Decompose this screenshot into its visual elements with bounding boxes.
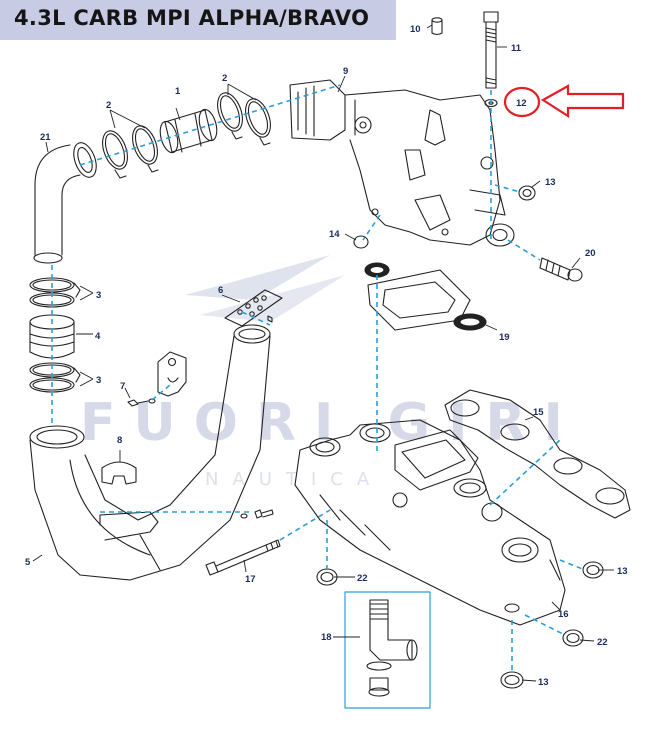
plug-part-10 xyxy=(431,17,443,36)
part-number-7: 7 xyxy=(120,381,125,392)
part-number-2-left: 2 xyxy=(106,100,111,111)
part-number-11: 11 xyxy=(511,43,522,54)
part-number-13-middle: 13 xyxy=(617,566,628,577)
gasket-part-15 xyxy=(444,389,631,519)
part-number-4: 4 xyxy=(95,331,101,342)
part-number-19: 19 xyxy=(499,332,510,343)
part-number-21: 21 xyxy=(40,132,51,143)
fitting-part-20 xyxy=(539,257,583,282)
highlight-part-12 xyxy=(503,84,625,119)
part-number-9: 9 xyxy=(343,66,348,77)
part-number-13-lower: 13 xyxy=(538,677,549,688)
gasket-part-19 xyxy=(364,262,487,331)
hose-part-1 xyxy=(159,108,218,154)
clamp-part-3-upper xyxy=(29,277,81,308)
part-number-3-lower: 3 xyxy=(96,375,101,386)
cap-part-13-lower xyxy=(500,671,524,689)
part-number-6: 6 xyxy=(218,285,223,296)
part-number-8: 8 xyxy=(117,435,122,446)
part-number-3-upper: 3 xyxy=(96,290,101,301)
assembly-leaders xyxy=(51,84,586,672)
bolt-part-17 xyxy=(205,509,281,576)
exhaust-pipe-part-5 xyxy=(29,324,271,581)
part-number-2-right: 2 xyxy=(222,73,227,84)
part-number-17: 17 xyxy=(245,574,256,585)
bolt-part-11 xyxy=(483,11,499,89)
title-bar: 4.3L CARB MPI ALPHA/BRAVO xyxy=(0,0,396,40)
callout-leaders xyxy=(32,24,614,682)
watermark-sub: NAUTICA xyxy=(205,469,383,490)
clamp-part-2-right xyxy=(217,92,271,146)
part-number-13-upper: 13 xyxy=(545,177,556,188)
plug-part-14 xyxy=(353,235,369,249)
clamp-part-3-lower xyxy=(29,362,81,393)
part-number-18: 18 xyxy=(321,632,332,643)
part-numbers: 1 2 2 3 3 4 5 6 7 8 9 10 11 12 13 13 13 … xyxy=(25,24,628,688)
part-number-10: 10 xyxy=(410,24,421,35)
gasket-part-6 xyxy=(224,289,283,327)
exhaust-manifold-part-16 xyxy=(294,419,566,626)
part-number-20: 20 xyxy=(585,248,596,259)
part-number-1: 1 xyxy=(175,86,181,97)
part-number-12: 12 xyxy=(516,98,527,109)
cooler-housing-part-9 xyxy=(289,79,515,247)
watermark: FUORI GIRI NAUTICA xyxy=(80,255,563,490)
plug-part-22-right xyxy=(562,629,584,647)
part-number-5: 5 xyxy=(25,557,31,568)
exhaust-elbow-part-21 xyxy=(33,142,97,264)
cap-part-13-upper xyxy=(518,185,536,201)
part-number-22-right: 22 xyxy=(597,637,608,648)
part-number-14: 14 xyxy=(329,229,340,240)
spacer-part-8 xyxy=(101,461,137,485)
arrow-icon xyxy=(540,84,625,119)
part-number-16: 16 xyxy=(558,609,569,620)
page-title: 4.3L CARB MPI ALPHA/BRAVO xyxy=(14,6,370,30)
part-number-22-left: 22 xyxy=(357,573,368,584)
clamp-part-2-left xyxy=(102,125,159,179)
fitting-part-18-box xyxy=(344,591,431,709)
part-number-15: 15 xyxy=(533,407,544,418)
